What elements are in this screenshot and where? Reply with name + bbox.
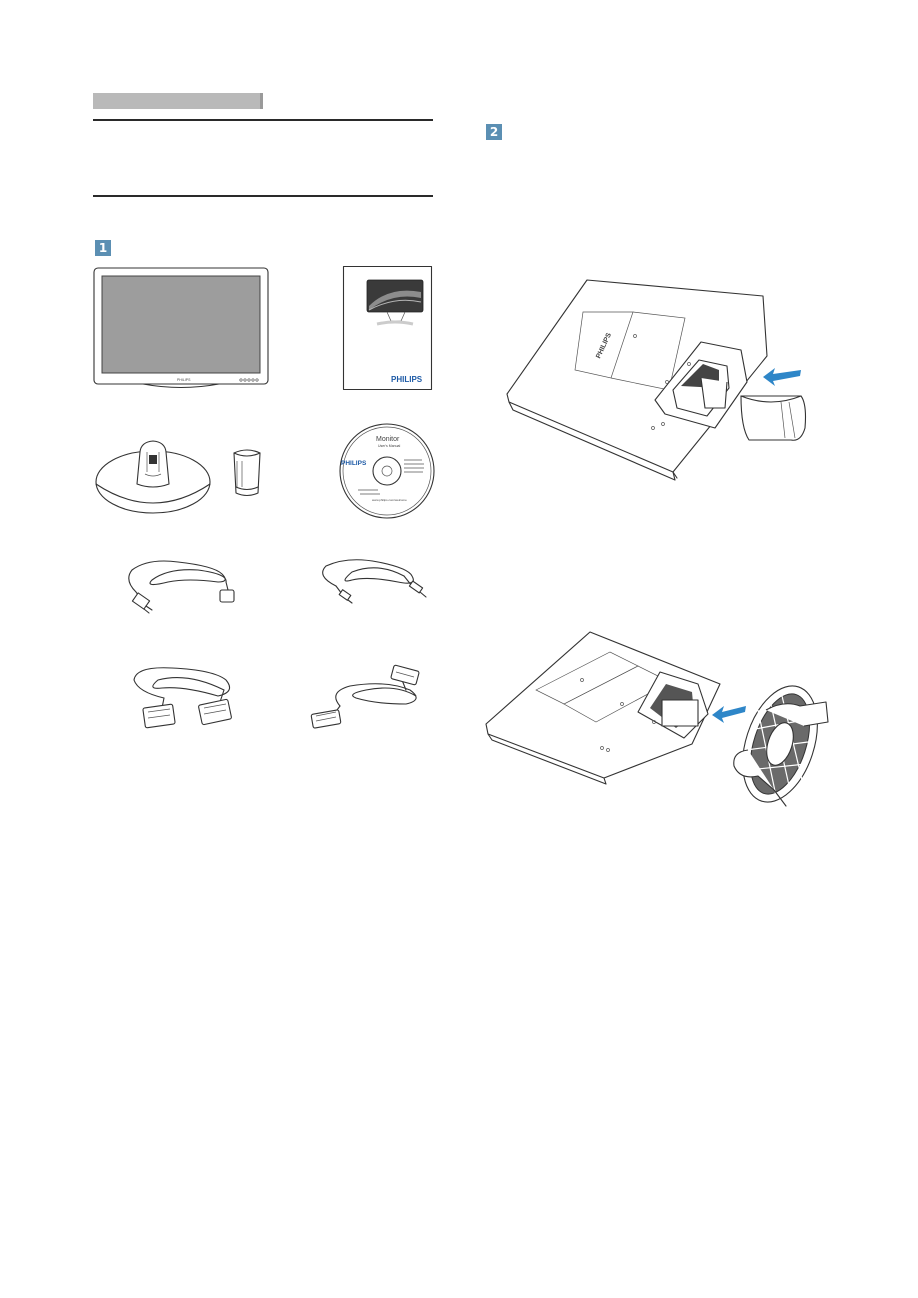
blue-arrow-icon — [763, 368, 801, 386]
attach-neck-illustration: PHILIPS — [506, 279, 807, 481]
top-rule — [93, 119, 433, 121]
cd-url: www.philips.com/welcome — [372, 498, 407, 502]
dvi-cable-illustration — [310, 664, 420, 729]
quick-start-booklet-illustration: PHILIPS — [342, 265, 433, 391]
cd-title: Monitor — [376, 436, 400, 443]
cd-rom-illustration: Monitor User's Manual PHILIPS www.philip… — [339, 423, 435, 519]
blue-arrow-icon-2 — [712, 706, 746, 723]
cd-brand: PHILIPS — [341, 460, 367, 467]
stand-base-illustration — [95, 440, 211, 514]
stand-neck-illustration — [233, 449, 261, 497]
step-badge-1: 1 — [95, 240, 111, 256]
svg-text:PHILIPS: PHILIPS — [177, 378, 191, 382]
bottom-rule — [93, 195, 433, 197]
audio-cable-illustration — [322, 559, 427, 604]
monitor-front-illustration: PHILIPS — [93, 267, 269, 389]
attach-base-illustration — [485, 631, 829, 807]
step-badge-2: 2 — [486, 124, 502, 140]
booklet-brand: PHILIPS — [391, 375, 423, 384]
vga-cable-illustration — [133, 667, 232, 729]
section-header-bar — [93, 93, 263, 109]
cd-subtitle: User's Manual — [378, 444, 400, 448]
power-cord-illustration — [128, 560, 235, 614]
